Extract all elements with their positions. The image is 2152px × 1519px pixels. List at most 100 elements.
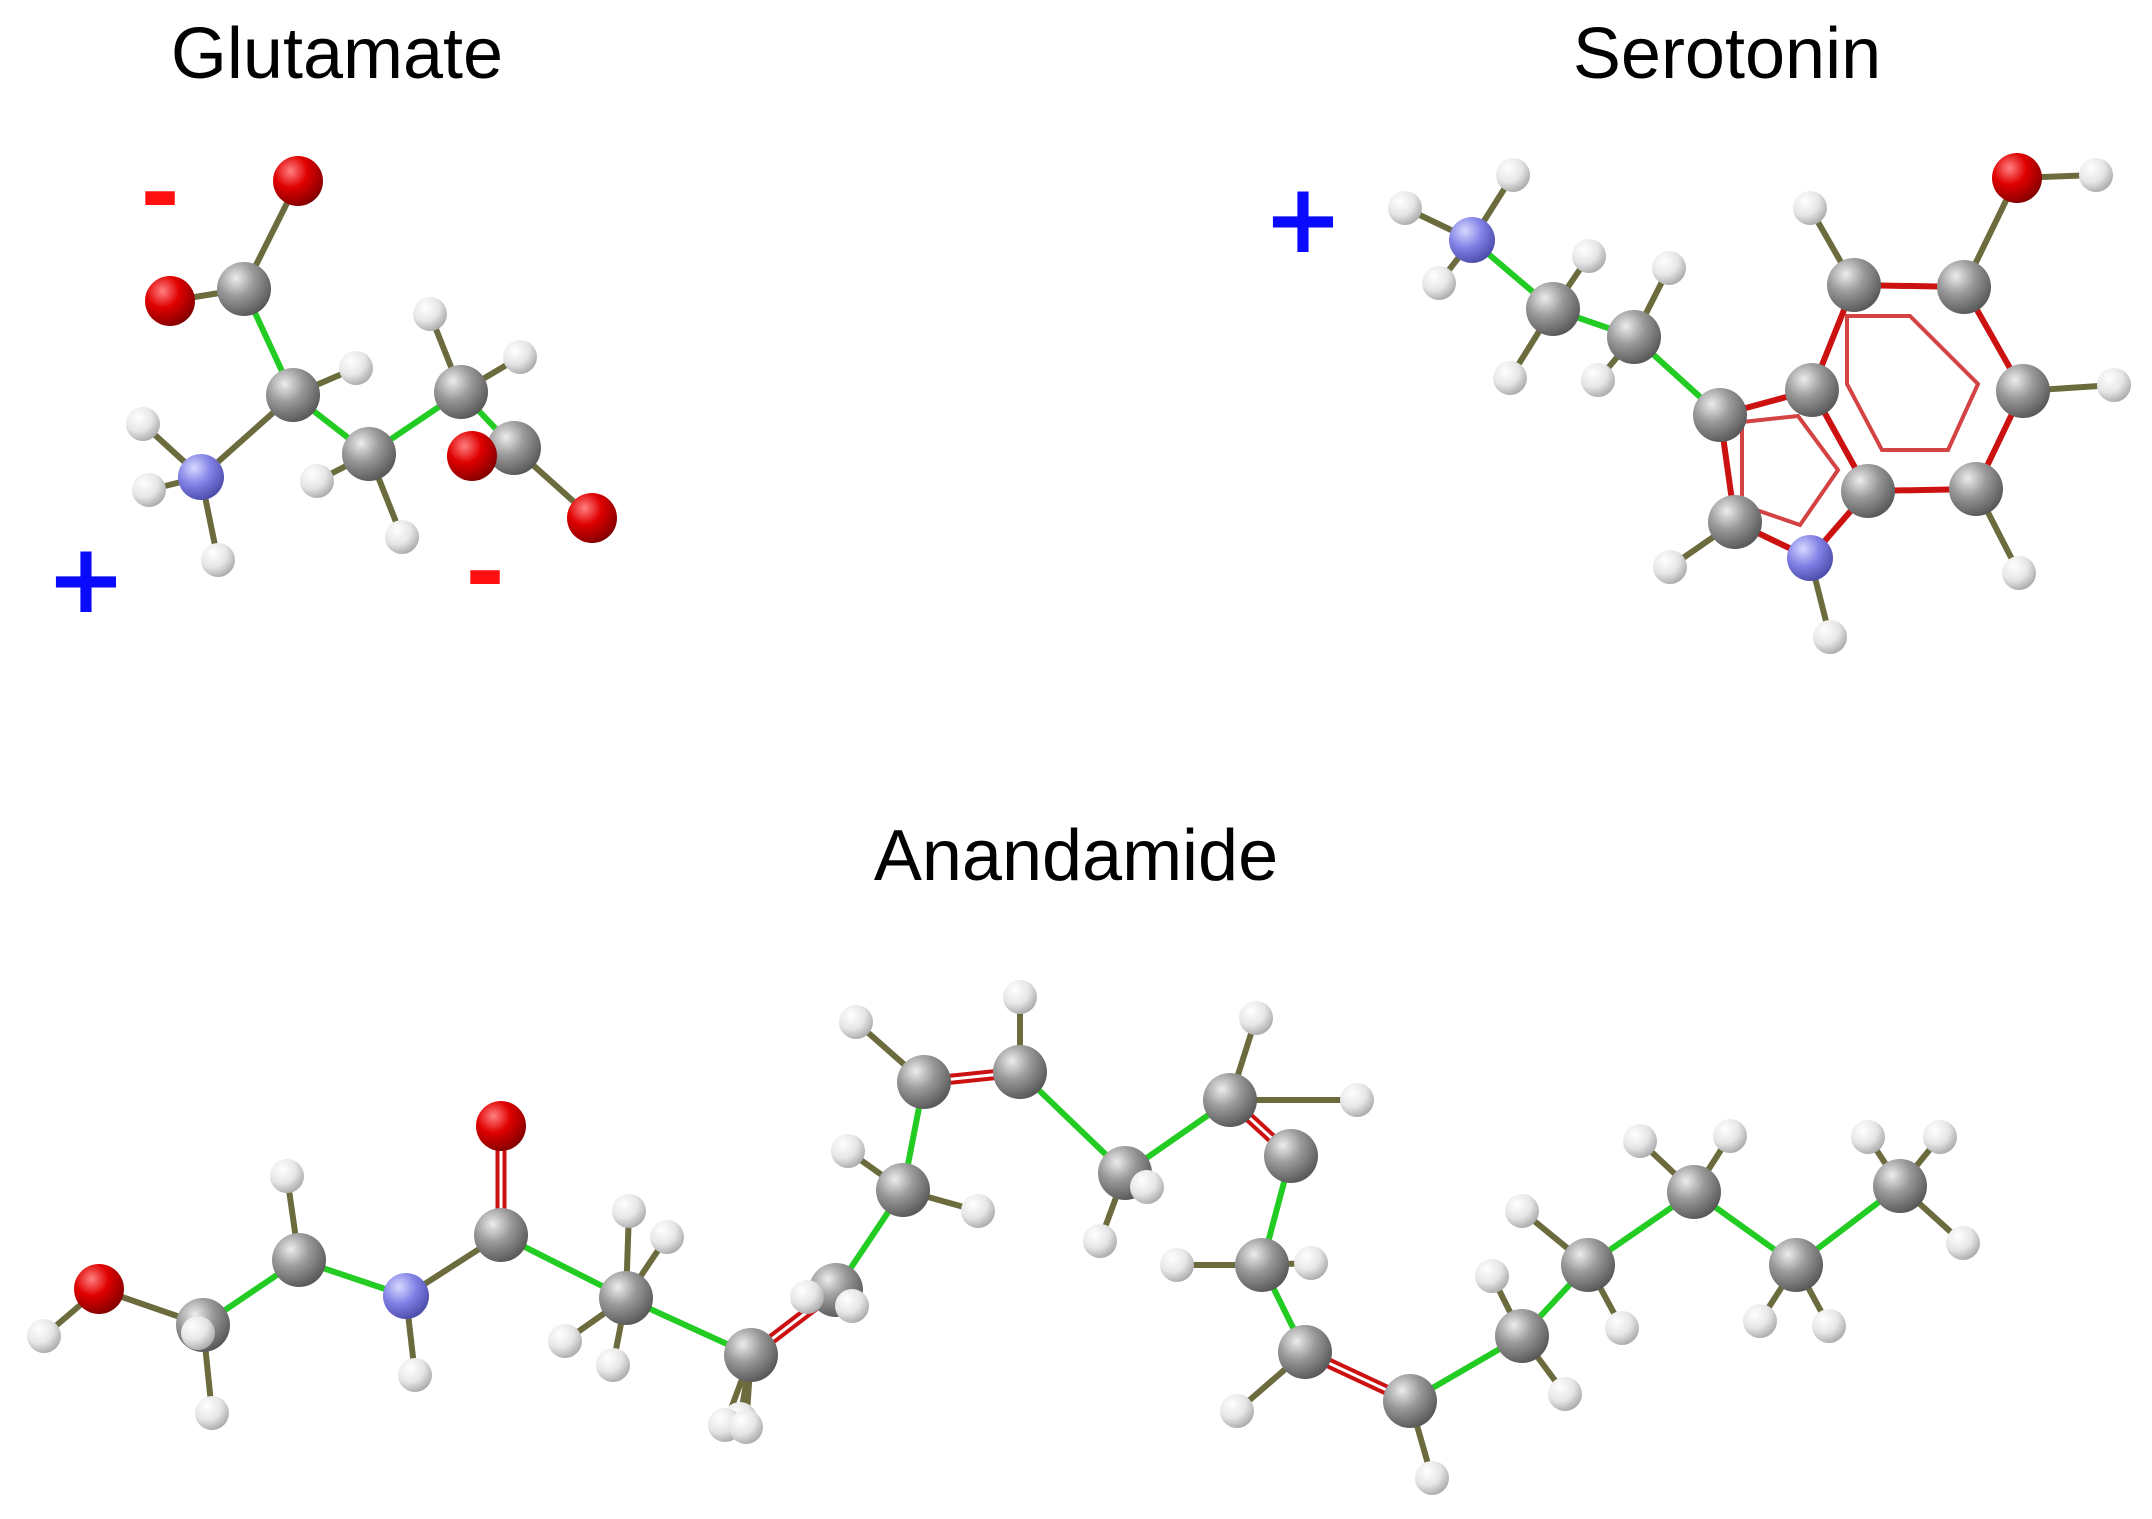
hydrogen-atom (413, 297, 447, 331)
carbon-atom (1561, 1238, 1615, 1292)
hydrogen-atom (839, 1005, 873, 1039)
carbon-atom (1937, 260, 1991, 314)
hydrogen-atom (596, 1348, 630, 1382)
hydrogen-atom (1813, 620, 1847, 654)
hydrogen-atom (339, 351, 373, 385)
hydrogen-atom (1851, 1120, 1885, 1154)
hydrogen-atom (1923, 1120, 1957, 1154)
serotonin-structure (1388, 153, 2131, 654)
carbon-atom (1996, 364, 2050, 418)
hydrogen-atom (1220, 1394, 1254, 1428)
hydrogen-atom (132, 473, 166, 507)
oxygen-atom (145, 276, 195, 326)
hydrogen-atom (1812, 1309, 1846, 1343)
serotonin-atoms (1388, 153, 2131, 654)
carbon-atom (1785, 363, 1839, 417)
hydrogen-atom (300, 464, 334, 498)
nitrogen-atom (1787, 535, 1833, 581)
hydrogen-atom (1713, 1119, 1747, 1153)
glutamate-title: Glutamate (171, 14, 503, 94)
hydrogen-atom (1415, 1461, 1449, 1495)
hydrogen-atom (270, 1159, 304, 1193)
hydrogen-atom (2097, 368, 2131, 402)
carbon-atom (1607, 310, 1661, 364)
hydrogen-atom (201, 543, 235, 577)
carbon-atom (266, 368, 320, 422)
oxygen-atom (476, 1101, 526, 1151)
hydrogen-atom (650, 1220, 684, 1254)
carbon-atom (876, 1163, 930, 1217)
hydrogen-atom (1623, 1124, 1657, 1158)
oxygen-atom (273, 156, 323, 206)
carbon-atom (1841, 464, 1895, 518)
hydrogen-atom (1548, 1377, 1582, 1411)
nitrogen-atom (1449, 217, 1495, 263)
hydrogen-atom (548, 1324, 582, 1358)
carbon-atom (1495, 1309, 1549, 1363)
hydrogen-atom (1605, 1311, 1639, 1345)
glutamate-structure (126, 156, 617, 577)
hydrogen-atom (1496, 158, 1530, 192)
hydrogen-atom (1294, 1246, 1328, 1280)
hydrogen-atom (1581, 363, 1615, 397)
hydrogen-atom (1493, 361, 1527, 395)
hydrogen-atom (831, 1134, 865, 1168)
carbon-atom (1235, 1238, 1289, 1292)
hydrogen-atom (503, 340, 537, 374)
carbon-atom (1278, 1325, 1332, 1379)
hydrogen-atom (1130, 1170, 1164, 1204)
hydrogen-atom (2079, 158, 2113, 192)
hydrogen-atom (1652, 251, 1686, 285)
anandamide-atoms (27, 980, 1980, 1495)
hydrogen-atom (1743, 1304, 1777, 1338)
carbon-atom (724, 1328, 778, 1382)
hydrogen-atom (1160, 1248, 1194, 1282)
carbon-atom (1708, 495, 1762, 549)
hydrogen-atom (1653, 550, 1687, 584)
carbon-atom (1667, 1165, 1721, 1219)
carbon-atom (1383, 1374, 1437, 1428)
glutamate-negative-charge-bottom: - (465, 516, 505, 628)
hydrogen-atom (1475, 1259, 1509, 1293)
hydrogen-atom (1572, 239, 1606, 273)
hydrogen-atom (790, 1280, 824, 1314)
hydrogen-atom (195, 1396, 229, 1430)
molecule-serotonin: Serotonin + (1263, 14, 2131, 654)
hydrogen-atom (2002, 556, 2036, 590)
carbon-atom (1769, 1238, 1823, 1292)
glutamate-positive-charge: + (46, 523, 126, 635)
serotonin-pyrrole-aromatic-ring (1740, 413, 1841, 528)
carbon-atom (1203, 1073, 1257, 1127)
hydrogen-atom (729, 1410, 763, 1444)
anandamide-title: Anandamide (874, 816, 1278, 896)
carbon-atom (1827, 258, 1881, 312)
hydrogen-atom (398, 1358, 432, 1392)
carbon-atom (1526, 282, 1580, 336)
hydrogen-atom (1946, 1226, 1980, 1260)
carbon-atom (342, 427, 396, 481)
hydrogen-atom (1422, 266, 1456, 300)
hydrogen-atom (1239, 1001, 1273, 1035)
carbon-atom (434, 365, 488, 419)
hydrogen-atom (181, 1316, 215, 1350)
oxygen-atom (74, 1264, 124, 1314)
hydrogen-atom (1003, 980, 1037, 1014)
glutamate-negative-charge-top: - (140, 137, 180, 249)
hydrogen-atom (1340, 1083, 1374, 1117)
oxygen-atom (447, 431, 497, 481)
hydrogen-atom (1505, 1194, 1539, 1228)
nitrogen-atom (178, 454, 224, 500)
carbon-atom (487, 421, 541, 475)
glutamate-atoms (126, 156, 617, 577)
serotonin-positive-charge: + (1263, 163, 1343, 275)
carbon-atom (993, 1045, 1047, 1099)
carbon-atom (1873, 1159, 1927, 1213)
oxygen-atom (567, 493, 617, 543)
carbon-atom (897, 1055, 951, 1109)
carbon-atom (599, 1271, 653, 1325)
hydrogen-atom (1793, 191, 1827, 225)
hydrogen-atom (1388, 191, 1422, 225)
serotonin-benzene-aromatic-ring (1845, 314, 1981, 452)
anandamide-structure (27, 980, 1980, 1495)
